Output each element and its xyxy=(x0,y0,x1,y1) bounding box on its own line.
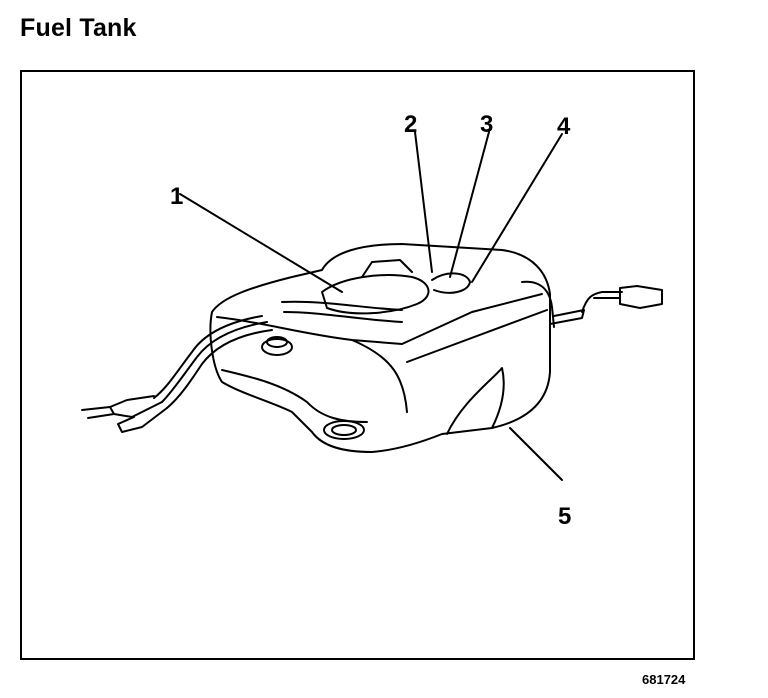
callout-5: 5 xyxy=(558,503,571,530)
page-title: Fuel Tank xyxy=(20,14,137,42)
figure-id: 681724 xyxy=(642,672,686,687)
tank-side-bulge xyxy=(446,367,505,435)
tank-top-seam xyxy=(216,293,543,345)
leader-line-4 xyxy=(471,133,563,283)
leader-line-5 xyxy=(509,427,563,481)
leader-line-2 xyxy=(414,131,433,273)
tank-front-edge xyxy=(351,339,408,413)
tank-right-edge xyxy=(406,309,548,363)
callout-1: 1 xyxy=(170,183,183,210)
callout-2: 2 xyxy=(404,111,417,138)
illustration-frame: 1 2 3 4 5 xyxy=(20,70,695,660)
callout-3: 3 xyxy=(480,111,493,138)
fuel-lines-right xyxy=(521,280,555,328)
tank-vent-opening xyxy=(323,420,365,440)
tank-body xyxy=(209,243,551,453)
leader-line-1 xyxy=(179,193,343,293)
connector-left-a xyxy=(109,395,163,418)
leader-line-3 xyxy=(449,131,490,278)
fuel-tank-illustration: 1 2 3 4 5 xyxy=(81,111,663,530)
filler-neck xyxy=(261,338,293,356)
connector-left-b xyxy=(117,407,168,433)
callout-4: 4 xyxy=(557,113,571,140)
fuel-lines-left xyxy=(161,321,268,403)
connector-right xyxy=(619,285,663,309)
